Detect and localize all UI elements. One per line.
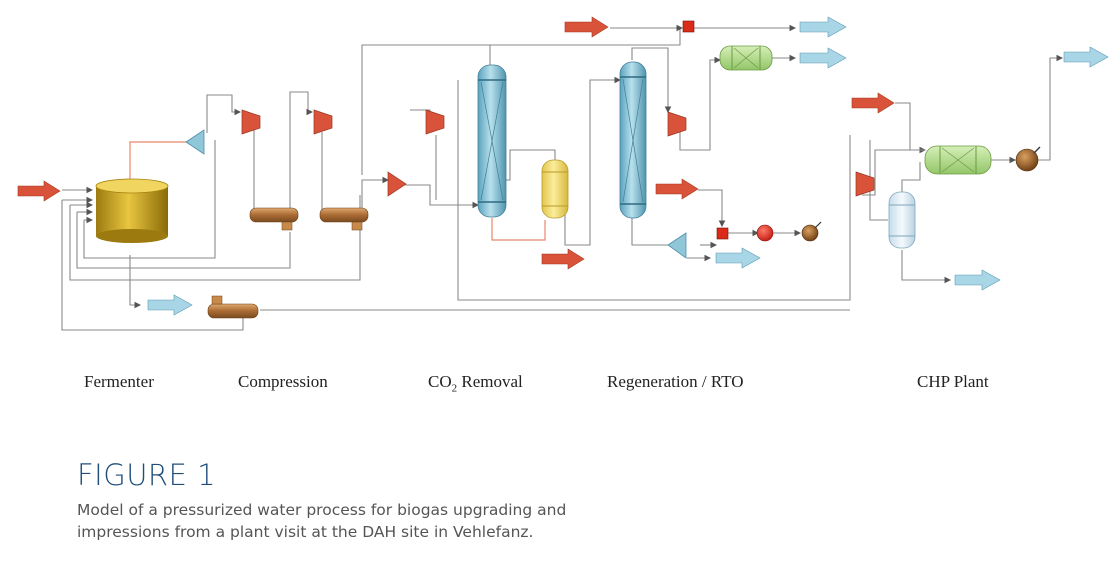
desorber-column (619, 61, 647, 219)
product-arrows (147, 16, 1109, 316)
heat-exchangers (207, 207, 369, 319)
product-arrow-rto (799, 47, 847, 69)
cooler-1 (249, 207, 299, 231)
splitter (185, 129, 205, 155)
label-chp-plant: CHP Plant (917, 372, 989, 391)
regen-splitter (667, 232, 687, 259)
figure-caption: Model of a pressurized water process for… (77, 499, 697, 543)
feed-arrow-fermenter (17, 180, 61, 202)
chp-reactor (924, 145, 992, 175)
label-co2-suffix: Removal (457, 372, 523, 391)
mixer-regen (716, 227, 729, 240)
feed-arrow-air-regen (655, 178, 699, 200)
label-fermenter: Fermenter (84, 372, 154, 391)
feed-arrow-water (541, 248, 585, 270)
compressor-4 (667, 111, 687, 137)
chp-turbine (1015, 146, 1041, 172)
compressor-2 (313, 109, 333, 135)
figure-number: FIGURE 1 (77, 458, 217, 492)
label-co2-subscript: 2 (451, 382, 458, 395)
mixer-compressor (387, 171, 407, 197)
compressor-1 (241, 109, 261, 135)
label-co2-removal: CO2 Removal (428, 372, 523, 394)
compressor-3 (425, 109, 445, 135)
label-compression: Compression (238, 372, 328, 391)
cooler-2 (319, 207, 369, 231)
product-arrow-chp-liquid (954, 269, 1001, 291)
label-co2-prefix: CO (428, 372, 452, 391)
mixer-top (682, 20, 695, 33)
absorber-column (477, 64, 507, 218)
mixers (682, 20, 729, 240)
label-regeneration: Regeneration / RTO (607, 372, 744, 391)
fermenter-tank (95, 178, 169, 243)
feed-arrow-chp-air (851, 92, 895, 114)
product-arrow-fermenter (147, 294, 193, 316)
caption-line-2: impressions from a plant visit at the DA… (77, 523, 534, 541)
flash-vessel (541, 159, 569, 219)
product-arrow-chp-exhaust (1063, 46, 1109, 68)
burner (756, 224, 774, 242)
product-arrow-regen (715, 247, 761, 269)
caption-line-1: Model of a pressurized water process for… (77, 501, 567, 519)
rto-reactor (719, 45, 773, 71)
product-arrow-top (799, 16, 847, 38)
cooler-3 (207, 295, 259, 319)
feed-arrow-air-top (564, 16, 609, 38)
chp-separator (888, 191, 916, 249)
feed-arrows (17, 16, 895, 270)
process-flow-diagram (17, 16, 1109, 331)
turbine-regen (801, 221, 822, 242)
compressor-chp (855, 171, 875, 197)
compressors (241, 109, 875, 197)
